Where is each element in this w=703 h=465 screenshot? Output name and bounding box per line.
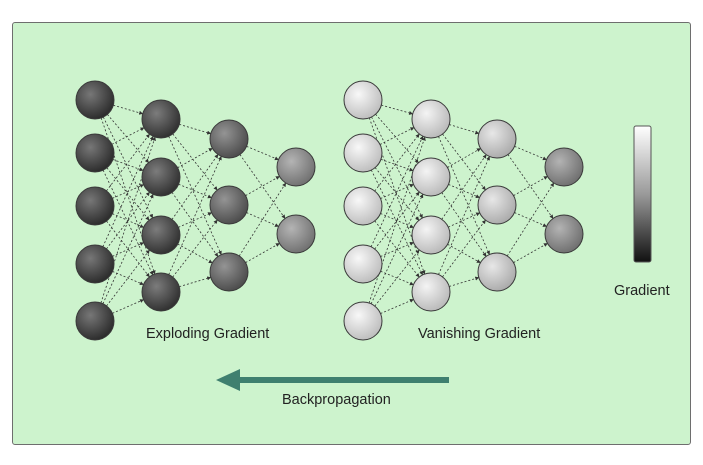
connection-edge	[113, 104, 144, 115]
connection-edge	[107, 114, 149, 163]
connection-edge	[441, 154, 487, 220]
connection-edge	[507, 154, 554, 219]
exploding-neuron	[75, 133, 115, 173]
exploding-neuron	[209, 252, 249, 292]
connection-edge	[370, 135, 424, 247]
connection-edge	[245, 176, 280, 196]
connection-edge	[438, 156, 490, 275]
connection-edge	[177, 147, 213, 169]
exploding-neuron	[141, 99, 181, 139]
connection-edge	[506, 182, 555, 257]
connection-edge	[246, 212, 279, 227]
vanishing-neuron	[544, 147, 584, 187]
connection-edge	[380, 299, 414, 314]
connection-edge	[374, 133, 420, 192]
connection-edge	[112, 213, 144, 228]
connection-edge	[448, 184, 480, 199]
connection-edge	[379, 127, 415, 145]
connection-edge	[380, 270, 414, 286]
connection-edge	[172, 219, 218, 278]
connection-edge	[447, 243, 481, 264]
connection-edge	[100, 117, 156, 275]
exploding-neuron	[276, 214, 316, 254]
exploding-neuron	[75, 186, 115, 226]
exploding-neuron	[209, 119, 249, 159]
connection-edge	[514, 145, 547, 161]
exploding-neuron	[209, 185, 249, 225]
connection-edge	[246, 145, 279, 161]
connection-edge	[112, 299, 144, 314]
connection-edge	[168, 136, 222, 256]
vanishing-neuron	[343, 244, 383, 284]
exploding-neuron	[141, 272, 181, 312]
connection-edge	[112, 271, 144, 286]
connection-edge	[449, 124, 480, 135]
exploding-neuron	[75, 244, 115, 284]
connection-edge	[441, 192, 487, 257]
connection-edge	[179, 123, 212, 135]
exploding-neuron	[75, 301, 115, 341]
vanishing-neuron	[343, 301, 383, 341]
connection-edge	[374, 191, 420, 250]
connection-edge	[171, 192, 219, 257]
vanishing-neuron	[343, 80, 383, 120]
vanishing-gradient-label: Vanishing Gradient	[418, 326, 541, 342]
backprop-arrow	[216, 369, 449, 391]
connection-edge	[106, 167, 150, 221]
vanishing-neuron	[411, 157, 451, 197]
vanishing-neuron	[411, 272, 451, 312]
connection-edge	[513, 176, 548, 196]
connection-edge	[102, 193, 154, 304]
connection-edge	[245, 243, 280, 263]
exploding-neuron	[141, 215, 181, 255]
connection-edge	[374, 167, 420, 221]
connection-edge	[238, 182, 287, 257]
connection-edge	[112, 159, 144, 172]
exploding-neuron	[75, 80, 115, 120]
connection-edge	[102, 116, 154, 219]
connection-edge	[449, 276, 480, 287]
connection-edge	[447, 148, 481, 168]
connection-edge	[438, 136, 490, 255]
connection-edge	[514, 212, 547, 227]
gradient-scale-bar	[633, 125, 652, 263]
vanishing-neuron	[544, 214, 584, 254]
backpropagation-label: Backpropagation	[282, 392, 391, 408]
connection-edge	[102, 135, 154, 247]
connection-edge	[177, 243, 213, 264]
exploding-neuron	[141, 157, 181, 197]
gradient-scale-label: Gradient	[614, 283, 670, 299]
connection-edge	[370, 169, 424, 276]
connection-edge	[375, 113, 419, 164]
connection-edge	[381, 104, 414, 115]
connection-edge	[102, 169, 154, 276]
vanishing-neuron	[477, 119, 517, 159]
vanishing-neuron	[411, 215, 451, 255]
connection-edge	[178, 183, 212, 199]
connection-edge	[179, 276, 212, 288]
connection-edge	[111, 127, 145, 145]
vanishing-neuron	[477, 185, 517, 225]
vanishing-neuron	[411, 99, 451, 139]
connection-edge	[171, 154, 219, 220]
connection-edge	[370, 193, 424, 304]
connection-edge	[380, 158, 414, 172]
vanishing-neuron	[343, 186, 383, 226]
connection-edge	[448, 212, 481, 228]
connection-edge	[168, 155, 222, 275]
vanishing-neuron	[477, 252, 517, 292]
connection-edge	[513, 243, 548, 263]
vanishing-neuron	[343, 133, 383, 173]
connection-edge	[112, 242, 144, 257]
connection-edge	[239, 154, 286, 219]
connection-edge	[371, 116, 423, 219]
exploding-gradient-label: Exploding Gradient	[146, 326, 270, 342]
exploding-neuron	[276, 147, 316, 187]
